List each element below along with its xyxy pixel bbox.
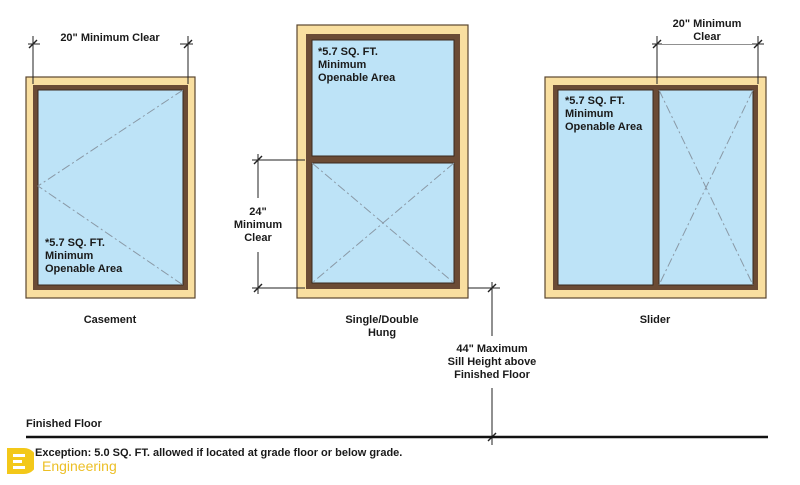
- casement-glass: [37, 89, 184, 286]
- area-note-line: Openable Area: [45, 263, 123, 275]
- hung-area-note: *5.7 SQ. FT. Minimum Openable Area: [318, 46, 395, 85]
- casement-area-note: *5.7 SQ. FT. Minimum Openable Area: [45, 237, 122, 276]
- casement-dimension-label: 20" Minimum Clear: [40, 32, 180, 45]
- slider-left-glass: [557, 89, 654, 286]
- area-note-line: *5.7 SQ. FT.: [565, 95, 625, 107]
- slider-dimension-label: 20" Minimum Clear: [662, 18, 752, 44]
- area-note-line: Minimum: [318, 59, 367, 71]
- e-logo-icon: [7, 448, 34, 474]
- hung-x-line: [311, 162, 455, 284]
- hung-height-dimension: [252, 154, 305, 294]
- area-note-line: *5.7 SQ. FT.: [318, 46, 378, 58]
- area-note-line: Openable Area: [318, 72, 396, 84]
- hung-window: [296, 24, 469, 299]
- height-label-line: Minimum: [233, 219, 283, 231]
- height-label-line: Clear: [244, 232, 272, 244]
- finished-floor-label: Finished Floor: [26, 418, 102, 430]
- area-note-line: Minimum: [565, 108, 614, 120]
- area-note-line: *5.7 SQ. FT.: [45, 237, 105, 249]
- sill-label-line: Finished Floor: [454, 369, 530, 381]
- slider-width-dimension: [652, 36, 764, 84]
- sill-label-line: 44" Maximum: [456, 343, 528, 355]
- sill-height-dimension: [468, 282, 500, 445]
- caption-line: Hung: [367, 327, 397, 339]
- casement-swing-line: [37, 89, 184, 286]
- hung-upper-glass: [311, 39, 455, 157]
- dimension-label-line: 20" Minimum: [672, 18, 742, 30]
- hung-height-label: 24" Minimum Clear: [228, 206, 288, 245]
- logo-text: Engineering: [42, 458, 117, 474]
- slider-caption: Slider: [639, 314, 671, 326]
- casement-caption: Casement: [83, 314, 137, 326]
- exception-note: Exception: 5.0 SQ. FT. allowed if locate…: [35, 447, 403, 459]
- sill-height-label: 44" Maximum Sill Height above Finished F…: [432, 343, 552, 382]
- hung-caption: Single/Double Hung: [320, 314, 444, 340]
- slider-window: [544, 76, 767, 299]
- casement-window: [25, 76, 196, 299]
- area-note-line: Minimum: [45, 250, 94, 262]
- caption-line: Single/Double: [345, 314, 419, 326]
- slider-x-line: [658, 89, 754, 286]
- dimension-label-line: Clear: [693, 31, 721, 43]
- area-note-line: Openable Area: [565, 121, 643, 133]
- sill-label-line: Sill Height above: [447, 356, 537, 368]
- height-label-line: 24": [249, 206, 267, 218]
- slider-area-note: *5.7 SQ. FT. Minimum Openable Area: [565, 95, 642, 134]
- brand-logo: Engineering: [4, 445, 144, 479]
